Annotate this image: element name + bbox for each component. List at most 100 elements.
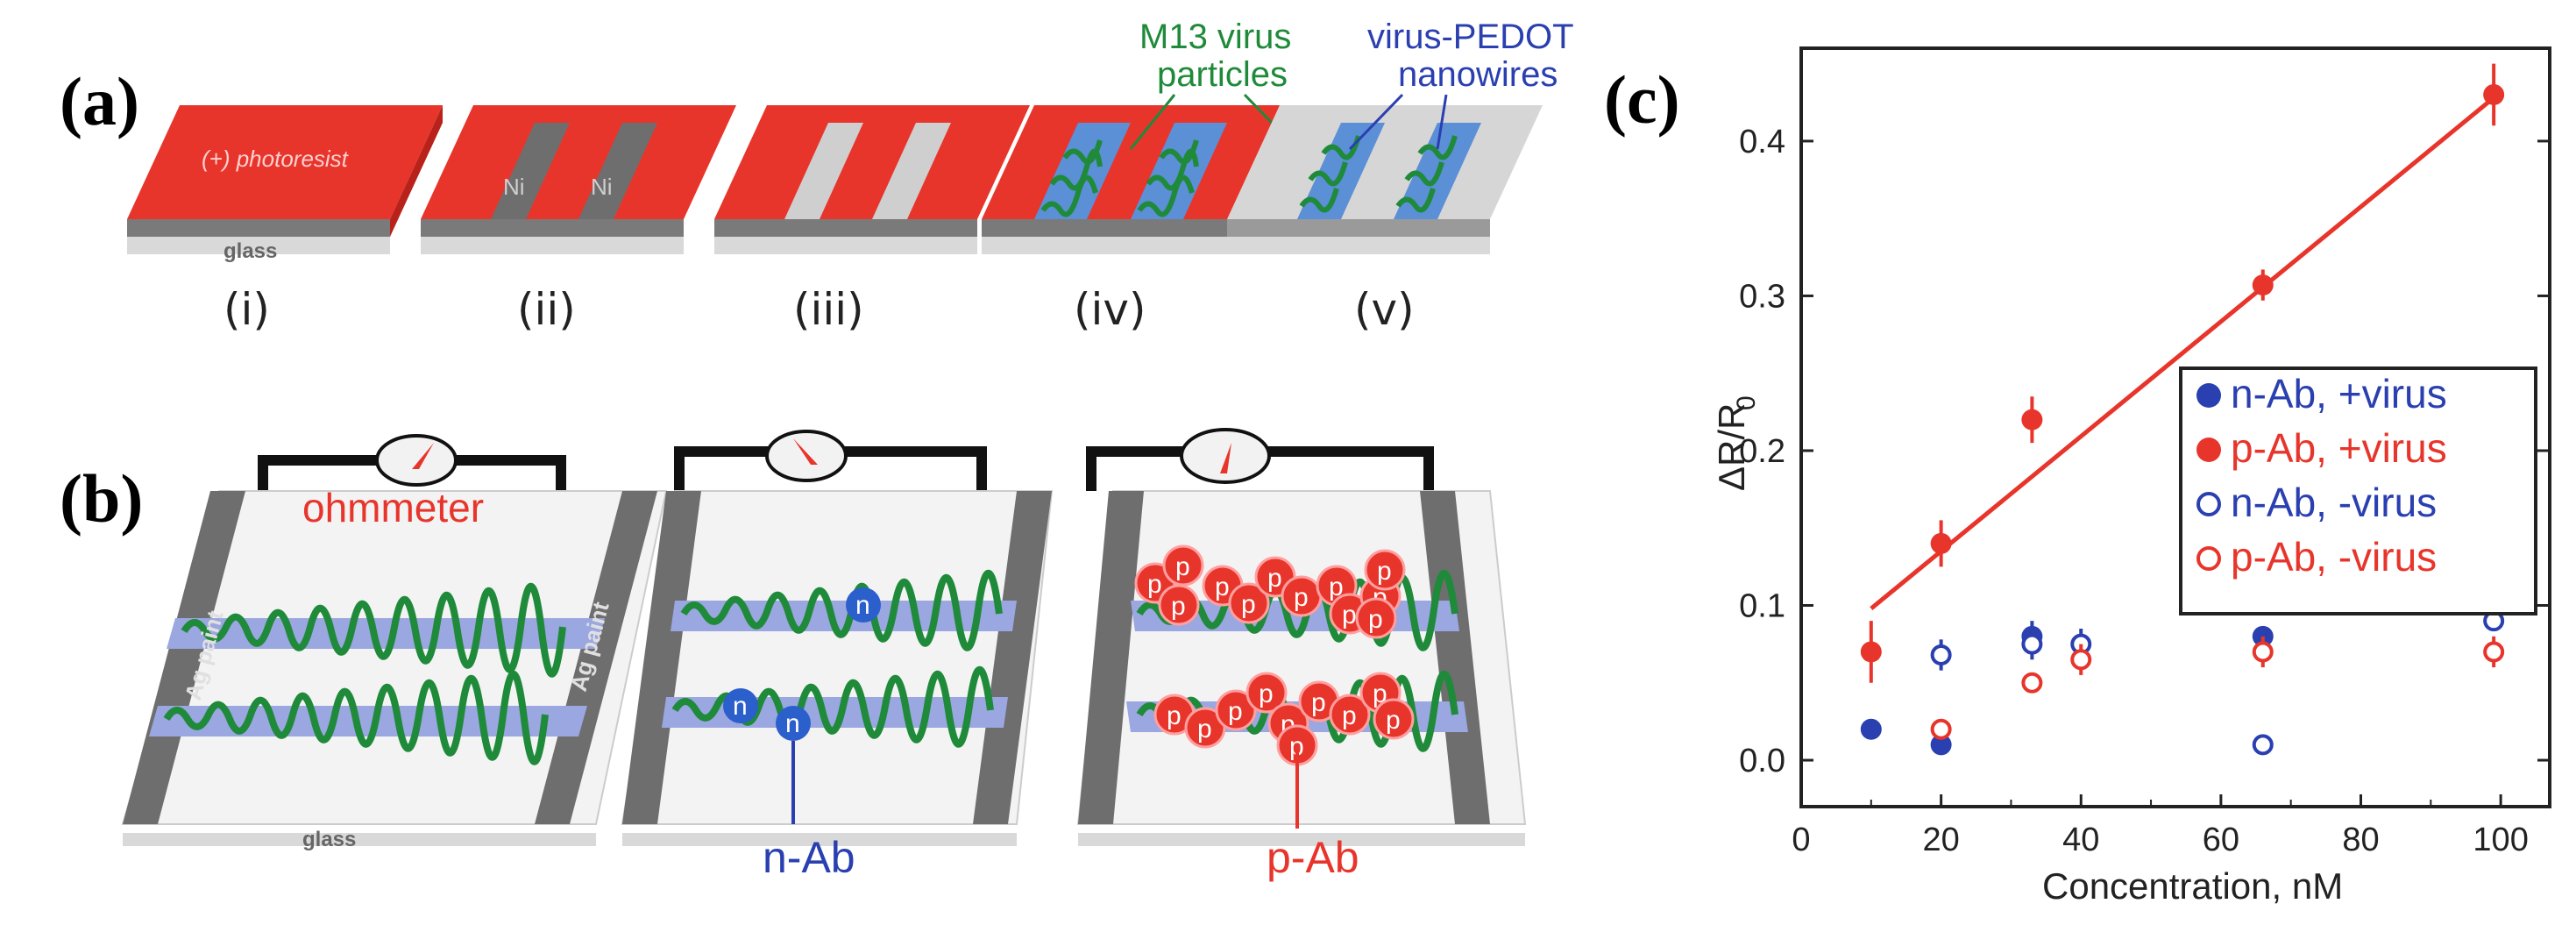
device-1: ohmmeter Ag paint Ag paint glass — [121, 434, 668, 851]
step-i-label: (i) — [224, 284, 270, 335]
data-point — [2070, 649, 2092, 671]
data-point — [2252, 274, 2274, 296]
p-mark: p — [1215, 573, 1230, 601]
data-point — [2021, 409, 2043, 430]
series-p-ab-virus — [1930, 636, 2505, 740]
data-point — [1930, 734, 1952, 756]
n-mark: n — [785, 709, 800, 738]
panel-a-label: (a) — [60, 63, 139, 139]
data-point — [2483, 641, 2505, 663]
p-mark: p — [1368, 605, 1383, 634]
y-axis-title-main: ΔR/R — [1711, 403, 1752, 491]
p-mark: p — [1241, 590, 1256, 619]
y-axis-title: ΔR/R 0 — [1711, 395, 1761, 491]
step-v-chip — [1227, 105, 1543, 254]
step-v-label: (v) — [1354, 284, 1415, 335]
x-tick-label: 60 — [2203, 822, 2239, 858]
p-mark: p — [1311, 688, 1326, 717]
step-ii-label: (ii) — [517, 284, 576, 335]
photoresist-label: (+) photoresist — [202, 146, 350, 172]
x-tick-label: 20 — [1922, 822, 1959, 858]
p-mark: p — [1289, 732, 1304, 761]
p-mark: p — [1329, 573, 1344, 601]
legend-box — [2179, 366, 2537, 615]
p-ab-label: p-Ab — [1267, 833, 1359, 882]
legend-label: p-Ab, -virus — [2231, 534, 2437, 580]
p-mark: p — [1342, 601, 1357, 630]
p-ab-ball — [1373, 698, 1415, 740]
p-ab-ball — [1364, 549, 1406, 591]
fit-line-group — [1870, 96, 2495, 610]
n-mark: n — [733, 692, 748, 721]
x-tick-label: 40 — [2062, 822, 2099, 858]
data-point — [2252, 641, 2274, 663]
n-ab-ball — [846, 587, 881, 623]
series-p-ab-virus — [1860, 63, 2505, 683]
pedot-pointer-2 — [1436, 94, 1448, 150]
fit-line — [1870, 96, 2495, 610]
ohmmeter-dial-3 — [1180, 428, 1271, 484]
m13-label-line1: M13 virus — [1139, 18, 1291, 56]
series-n-ab-virus — [1930, 610, 2505, 756]
m13-label-line2: particles — [1157, 55, 1288, 94]
m13-pointer — [1129, 94, 1176, 150]
x-axis-title: Concentration, nM — [2042, 865, 2343, 907]
glass-label-b: glass — [302, 828, 356, 851]
data-point — [2483, 83, 2505, 105]
data-point — [2252, 734, 2274, 756]
step-ii-chip: Ni Ni — [421, 105, 736, 254]
y-tick-label: 0.2 — [1739, 433, 1785, 470]
glass-label-a: glass — [224, 239, 277, 263]
x-tick-label: 0 — [1792, 822, 1810, 858]
p-ab-ball — [1355, 597, 1397, 639]
p-mark: p — [1342, 701, 1357, 730]
p-mark: p — [1259, 680, 1274, 708]
plot-frame — [1799, 46, 2551, 808]
p-mark: p — [1167, 701, 1182, 730]
p-mark: p — [1175, 552, 1190, 581]
legend-label: n-Ab, -virus — [2231, 480, 2437, 525]
legend-marker — [2196, 492, 2221, 516]
p-mark: p — [1171, 592, 1186, 621]
data-point — [1860, 718, 1882, 740]
legend-marker — [2196, 383, 2221, 408]
pedot-label-line2: nanowires — [1398, 55, 1558, 94]
step-iii-label: (iii) — [793, 284, 864, 335]
p-mark: p — [1147, 570, 1162, 599]
device-2: n n n n-Ab — [621, 430, 1054, 882]
legend-marker — [2196, 546, 2221, 571]
p-ab-ball — [1228, 582, 1270, 624]
step-i-chip: (+) photoresist glass — [127, 105, 443, 263]
y-axis-title-sub: 0 — [1732, 395, 1761, 410]
data-point — [1930, 532, 1952, 554]
n-ab-label: n-Ab — [763, 833, 855, 882]
p-ab-ball — [1162, 544, 1204, 587]
n-mark: n — [855, 591, 870, 620]
ni-label-1: Ni — [503, 174, 525, 200]
data-point — [2021, 672, 2043, 694]
panel-b-label: (b) — [60, 460, 143, 537]
step-iv-label: (iv) — [1074, 284, 1146, 335]
y-tick-label: 0.3 — [1739, 278, 1785, 315]
p-mark: p — [1267, 564, 1282, 593]
legend-marker — [2196, 438, 2221, 462]
panel-c-label: (c) — [1604, 61, 1680, 138]
p-mark: p — [1294, 583, 1309, 612]
ohmmeter-dial — [375, 434, 458, 487]
ohmmeter-label: ohmmeter — [302, 485, 484, 530]
data-point — [1860, 641, 1882, 663]
p-mark: p — [1386, 706, 1401, 735]
panel-b: (b) ohmmeter Ag paint Ag paint glass — [60, 428, 1527, 882]
p-ab-ball — [1245, 672, 1288, 714]
ni-label-2: Ni — [591, 174, 613, 200]
series-n-ab-virus — [1860, 621, 2274, 756]
y-tick-label: 0.1 — [1739, 588, 1785, 625]
chart-points — [1860, 63, 2505, 756]
p-mark: p — [1228, 697, 1243, 726]
legend-label: p-Ab, +virus — [2231, 425, 2447, 471]
y-tick-label: 0.4 — [1739, 124, 1785, 160]
